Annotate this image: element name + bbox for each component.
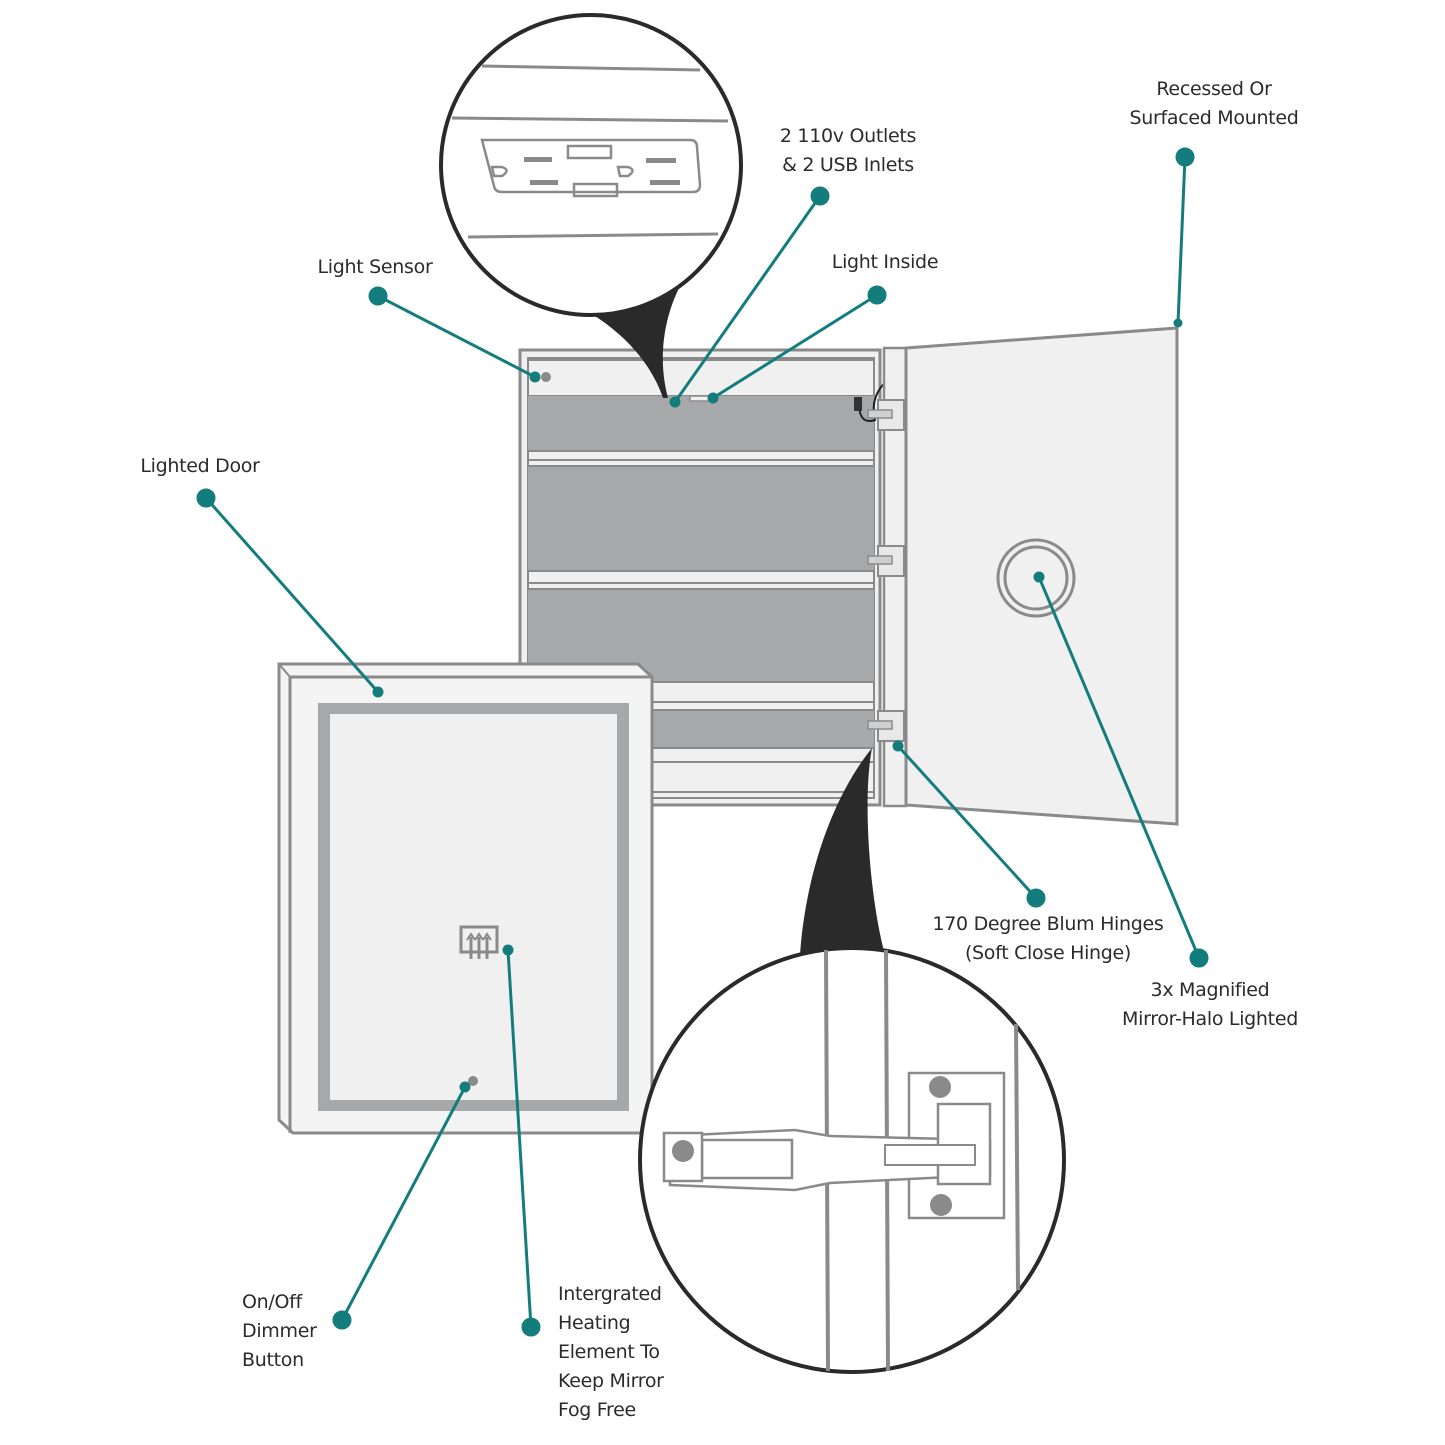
callout-dot bbox=[1173, 318, 1183, 328]
label-line: Dimmer bbox=[242, 1320, 317, 1342]
label-hinges: 170 Degree Blum Hinges (Soft Close Hinge… bbox=[918, 910, 1178, 968]
callout-dot bbox=[1175, 147, 1195, 167]
label-line: 170 Degree Blum Hinges bbox=[932, 913, 1164, 935]
label-line: (Soft Close Hinge) bbox=[964, 942, 1132, 964]
leader-lines bbox=[196, 147, 1209, 1337]
callout-dot bbox=[459, 1081, 471, 1093]
label-heating: Intergrated Heating Element To Keep Mirr… bbox=[558, 1280, 664, 1425]
callout-dot bbox=[529, 371, 541, 383]
callout-dot bbox=[196, 488, 216, 508]
label-line: 3x Magnified bbox=[1150, 979, 1270, 1001]
callout-dot bbox=[892, 740, 904, 752]
label-outlets: 2 110v Outlets & 2 USB Inlets bbox=[758, 122, 938, 180]
cabinet-door-open bbox=[867, 326, 1179, 826]
callout-dot bbox=[669, 396, 681, 408]
hinge-icon bbox=[867, 710, 905, 742]
shelf bbox=[527, 467, 875, 590]
label-line: Light Inside bbox=[831, 251, 939, 273]
dimmer-button-icon bbox=[468, 1076, 478, 1086]
hinge-detail-callout bbox=[638, 748, 1066, 1374]
callout-dot bbox=[372, 686, 384, 698]
callout-dot bbox=[1189, 948, 1209, 968]
hinge-icon bbox=[662, 1071, 1006, 1220]
magnified-mirror-icon bbox=[996, 538, 1076, 618]
callout-dot bbox=[707, 392, 719, 404]
shelf bbox=[527, 396, 875, 467]
callout-dot bbox=[1033, 571, 1045, 583]
label-line: 2 110v Outlets bbox=[779, 125, 917, 147]
label-line: Element To bbox=[558, 1341, 660, 1363]
label-line: Fog Free bbox=[558, 1399, 636, 1421]
label-line: Button bbox=[242, 1349, 304, 1371]
label-light-sensor: Light Sensor bbox=[300, 253, 450, 282]
callout-dot bbox=[810, 186, 830, 206]
light-sensor-icon bbox=[541, 372, 551, 382]
hinge-icon bbox=[867, 545, 905, 577]
label-line: Light Sensor bbox=[317, 256, 433, 278]
outlet-icon bbox=[480, 138, 702, 198]
callout-dot bbox=[521, 1317, 541, 1337]
label-line: On/Off bbox=[242, 1291, 302, 1313]
label-light-inside: Light Inside bbox=[815, 248, 955, 277]
label-magnified-mirror: 3x Magnified Mirror-Halo Lighted bbox=[1100, 976, 1320, 1034]
outlet-detail-callout bbox=[439, 13, 743, 398]
label-line: Recessed Or bbox=[1156, 78, 1272, 100]
label-line: Mirror-Halo Lighted bbox=[1122, 1008, 1298, 1030]
label-dimmer: On/Off Dimmer Button bbox=[242, 1288, 317, 1375]
label-line: Heating bbox=[558, 1312, 631, 1334]
callout-dot bbox=[368, 286, 388, 306]
label-line: & 2 USB Inlets bbox=[782, 154, 914, 176]
callout-dot bbox=[867, 285, 887, 305]
hinge-icon bbox=[867, 399, 905, 431]
callout-dot bbox=[332, 1310, 352, 1330]
lighted-mirror-door bbox=[277, 662, 654, 1135]
label-lighted-door: Lighted Door bbox=[125, 452, 275, 481]
callout-dot bbox=[1026, 888, 1046, 908]
label-line: Keep Mirror bbox=[558, 1370, 664, 1392]
label-mounting: Recessed Or Surfaced Mounted bbox=[1104, 75, 1324, 133]
heat-waves-icon bbox=[459, 925, 499, 959]
label-line: Surfaced Mounted bbox=[1129, 107, 1299, 129]
callout-dot bbox=[502, 944, 514, 956]
label-line: Intergrated bbox=[558, 1283, 662, 1305]
label-line: Lighted Door bbox=[140, 455, 260, 477]
